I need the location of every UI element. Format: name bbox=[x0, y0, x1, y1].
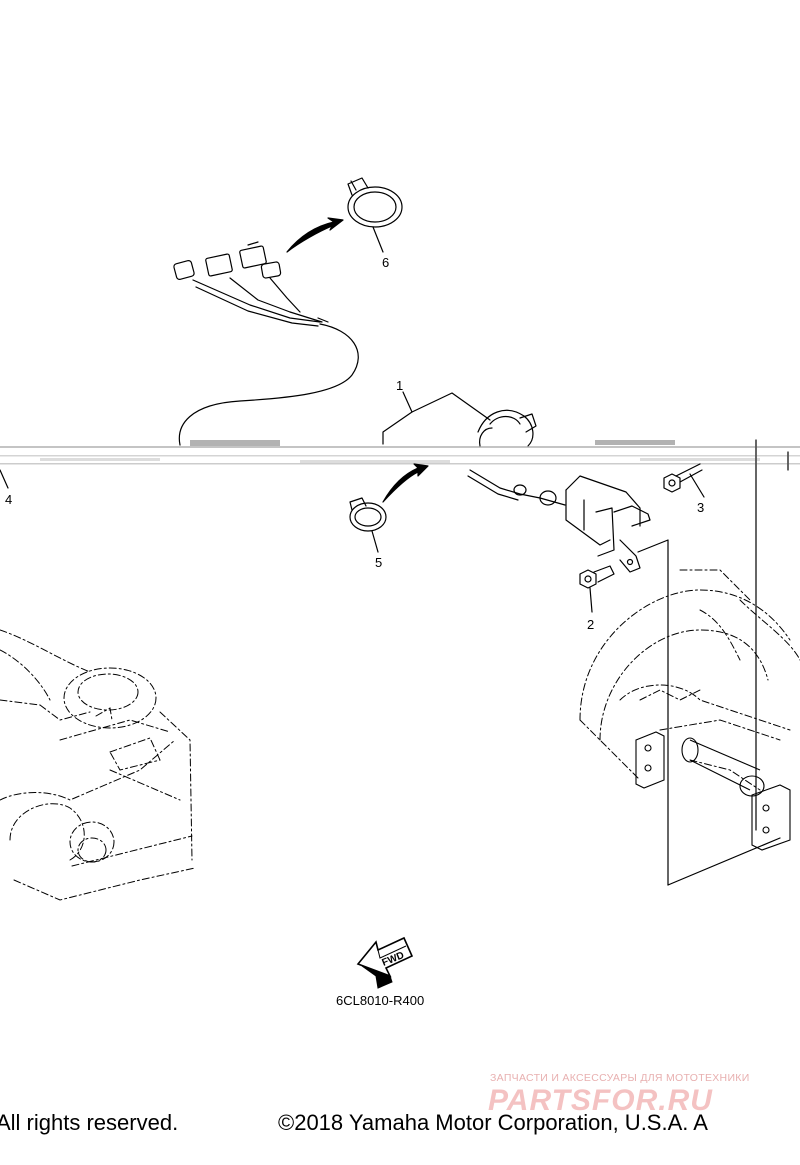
phantom-engine-left bbox=[0, 629, 196, 901]
callout-label-1: 1 bbox=[396, 378, 403, 393]
harness-cable bbox=[178, 323, 359, 446]
harness-bracket bbox=[467, 469, 651, 573]
wire-harness-connectors bbox=[173, 241, 323, 327]
phantom-engine-right bbox=[579, 569, 800, 791]
callout-label-4: 4 bbox=[5, 492, 12, 507]
band-clamp-5 bbox=[349, 497, 387, 553]
arrow-6 bbox=[286, 217, 344, 253]
callout-4-leader bbox=[0, 469, 9, 489]
arrow-5 bbox=[382, 463, 429, 503]
callout-label-6: 6 bbox=[382, 255, 389, 270]
callout-label-2: 2 bbox=[587, 617, 594, 632]
callout-label-3: 3 bbox=[697, 500, 704, 515]
fwd-direction-badge: FWD bbox=[356, 936, 414, 989]
reference-outline-right bbox=[637, 539, 669, 886]
band-clamp-6 bbox=[347, 177, 403, 253]
footer-copyright: ©2018 Yamaha Motor Corporation, U.S.A. A bbox=[278, 1110, 708, 1135]
watermark-tagline: ЗАПЧАСТИ И АКСЕССУАРЫ ДЛЯ МОТОТЕХНИКИ bbox=[490, 1072, 750, 1084]
bolt-2 bbox=[579, 565, 615, 613]
watermark-logo: PARTSFOR.RU bbox=[488, 1084, 713, 1117]
footer-rights: All rights reserved. bbox=[0, 1110, 179, 1135]
drawing-code: 6CL8010-R400 bbox=[336, 993, 424, 1008]
scan-noise-band bbox=[0, 440, 800, 465]
mount-blocks bbox=[635, 731, 791, 851]
sensor-unit bbox=[477, 409, 537, 447]
callout-label-5: 5 bbox=[375, 555, 382, 570]
bolt-3 bbox=[663, 463, 705, 498]
callout-1-leader bbox=[382, 391, 413, 445]
